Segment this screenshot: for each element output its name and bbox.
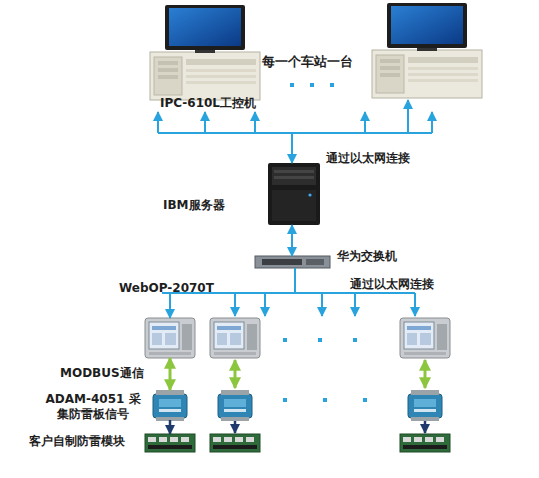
surge-board: [145, 434, 195, 452]
node-label: 客户自制防雷模块: [29, 434, 125, 449]
connector: [170, 268, 295, 318]
note-label: 每一个车站一台: [262, 54, 353, 69]
connector: [169, 420, 172, 434]
io-module: [218, 390, 252, 421]
node-label: 华为交换机: [337, 249, 397, 264]
touch-panel: [210, 318, 260, 358]
io-module: [408, 390, 442, 421]
ipc-computer-node: IPC-610L工控机: [150, 5, 262, 112]
connector: [169, 358, 172, 390]
network-label: 通过以太网连接: [350, 277, 434, 292]
ipc-computer: [150, 5, 260, 100]
surge-board: [210, 434, 260, 452]
ipc-computer: [372, 3, 482, 98]
io-module: [153, 390, 187, 421]
node-label: ADAM-4051 采集防雷板信号: [43, 392, 143, 422]
touch-panel: [400, 318, 450, 358]
signal-link: [235, 421, 425, 433]
ellipsis-dots: [283, 83, 367, 402]
node-label: WebOP-2070T: [119, 281, 214, 296]
node-label: IBM服务器: [163, 198, 225, 213]
switch-node: 华为交换机: [255, 256, 330, 268]
surge-board: [400, 434, 450, 452]
connector: [291, 225, 293, 256]
server-node: IBM服务器: [268, 163, 320, 225]
touch-panel: [145, 318, 195, 358]
modbus-link: [235, 360, 425, 388]
edge-label: MODBUS通信: [60, 366, 144, 381]
network-label: 通过以太网连接: [326, 151, 410, 166]
touch-panel-node: WebOP-2070T: [145, 318, 195, 358]
network-switch: [255, 256, 330, 268]
server-tower: [268, 163, 320, 225]
node-label: IPC-610L工控机: [160, 96, 256, 111]
connector: [205, 112, 292, 163]
surge-board-node: 客户自制防雷模块: [145, 434, 195, 452]
io-module-node: ADAM-4051 采集防雷板信号: [153, 390, 187, 420]
